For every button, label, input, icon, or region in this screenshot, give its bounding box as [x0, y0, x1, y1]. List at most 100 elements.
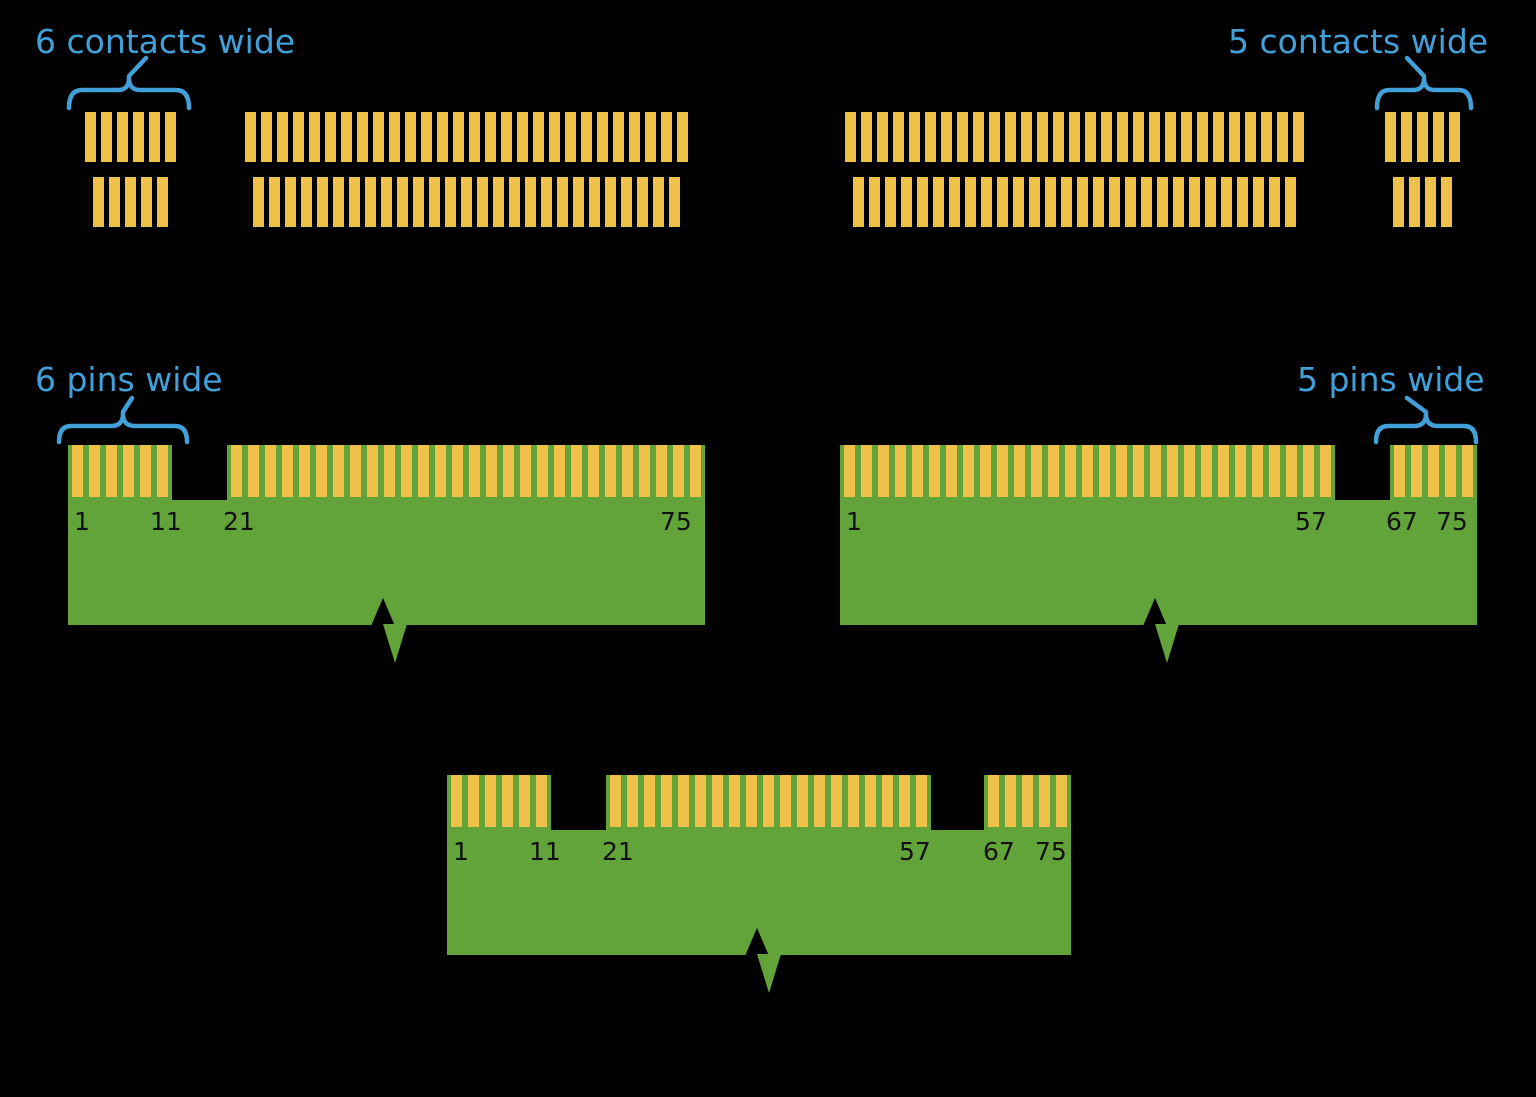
contact — [325, 112, 336, 162]
contact — [349, 177, 360, 227]
contact — [541, 177, 552, 227]
contact — [549, 112, 560, 162]
contact — [1285, 177, 1296, 227]
pin-number: 57 — [1295, 507, 1327, 536]
contact — [1261, 112, 1272, 162]
pin — [520, 445, 531, 497]
pin — [763, 775, 774, 827]
contact — [941, 112, 952, 162]
pin — [1099, 445, 1110, 497]
contact — [85, 112, 96, 162]
label-5-pins-wide: 5 pins wide — [1297, 360, 1485, 399]
pin — [1462, 445, 1473, 497]
contact — [933, 177, 944, 227]
contact — [461, 177, 472, 227]
pin — [865, 775, 876, 827]
pin — [384, 445, 395, 497]
contact — [373, 112, 384, 162]
contact — [557, 177, 568, 227]
contact — [997, 177, 1008, 227]
pin — [519, 775, 530, 827]
label-6-pins-wide: 6 pins wide — [35, 360, 223, 399]
pin — [1252, 445, 1263, 497]
contact — [253, 177, 264, 227]
pin — [988, 775, 999, 827]
contact — [877, 112, 888, 162]
contact — [1149, 112, 1160, 162]
pin — [712, 775, 723, 827]
contact — [293, 112, 304, 162]
pin — [814, 775, 825, 827]
contact — [957, 112, 968, 162]
pin — [1167, 445, 1178, 497]
pin — [571, 445, 582, 497]
contact — [421, 112, 432, 162]
pin — [554, 445, 565, 497]
pin — [1411, 445, 1422, 497]
contact — [629, 112, 640, 162]
pin — [1269, 445, 1280, 497]
pin — [1116, 445, 1127, 497]
contact — [501, 112, 512, 162]
pin — [588, 445, 599, 497]
contact — [317, 177, 328, 227]
contact — [1229, 112, 1240, 162]
label-5-contacts-wide: 5 contacts wide — [1228, 22, 1489, 61]
pin-number: 75 — [1436, 507, 1468, 536]
contact — [1417, 112, 1428, 162]
pin-number: 11 — [150, 507, 182, 536]
contact — [525, 177, 536, 227]
contact — [1253, 177, 1264, 227]
pcb-break-icon — [745, 928, 781, 993]
contact — [533, 112, 544, 162]
pin — [899, 775, 910, 827]
contact — [925, 112, 936, 162]
contact — [509, 177, 520, 227]
pin — [299, 445, 310, 497]
contact — [101, 112, 112, 162]
contact — [1109, 177, 1120, 227]
contact — [565, 112, 576, 162]
pin — [451, 775, 462, 827]
contact — [1205, 177, 1216, 227]
contact — [621, 177, 632, 227]
pin — [610, 775, 621, 827]
m-socket-key-group-top-row — [1385, 112, 1460, 162]
pin — [265, 445, 276, 497]
pin — [895, 445, 906, 497]
pin — [1303, 445, 1314, 497]
contact — [1197, 112, 1208, 162]
m-socket-main-group-top-row — [845, 112, 1304, 162]
contact — [965, 177, 976, 227]
contact — [93, 177, 104, 227]
pin — [1394, 445, 1405, 497]
pin-group-1-11 — [447, 775, 551, 830]
contact — [1385, 112, 1396, 162]
contact — [1269, 177, 1280, 227]
contact — [477, 177, 488, 227]
pin — [678, 775, 689, 827]
contact — [1069, 112, 1080, 162]
pin-number: 21 — [223, 507, 255, 536]
brace-6-pins-icon — [56, 395, 190, 445]
b-socket-key-group-top-row — [85, 112, 176, 162]
contact — [653, 177, 664, 227]
contact — [1173, 177, 1184, 227]
contact — [981, 177, 992, 227]
pin — [503, 445, 514, 497]
contact — [125, 177, 136, 227]
contact — [277, 112, 288, 162]
contact — [1013, 177, 1024, 227]
brace-6-contacts-icon — [66, 55, 192, 111]
pin — [605, 445, 616, 497]
pin — [1022, 775, 1033, 827]
pin — [401, 445, 412, 497]
pin-number: 57 — [899, 837, 931, 866]
contact — [1141, 177, 1152, 227]
contact — [1425, 177, 1436, 227]
contact — [1221, 177, 1232, 227]
pin — [980, 445, 991, 497]
b-socket-main-group-top-row — [245, 112, 688, 162]
contact — [149, 112, 160, 162]
